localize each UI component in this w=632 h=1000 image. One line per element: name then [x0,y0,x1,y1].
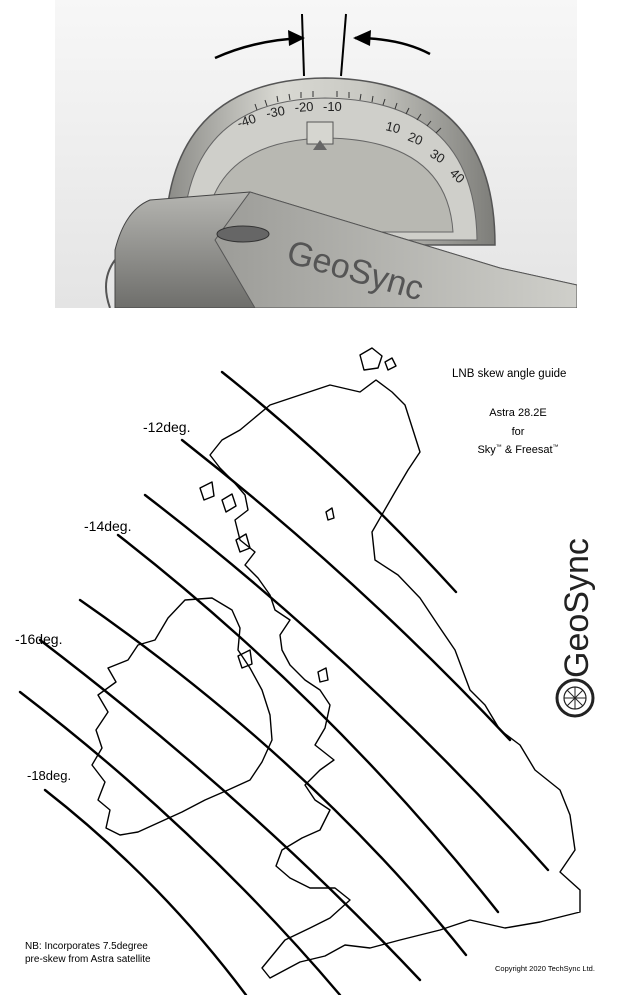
pre-skew-note: NB: Incorporates 7.5degree pre-skew from… [25,940,225,966]
geosync-globe-icon [555,678,595,718]
dial-label: 20 [406,129,425,148]
angle-label-16: -16deg. [15,631,63,647]
skew-line [180,438,512,742]
island [317,667,329,683]
island [199,481,215,501]
skew-line [38,638,422,982]
skew-line [18,690,342,997]
dial-label: -10 [323,99,342,114]
dial-label: -40 [235,111,258,131]
dial-label: 10 [384,118,402,136]
geosync-logo: GeoSync [555,520,596,720]
for-label: for [511,426,525,438]
note-line-1: NB: Incorporates 7.5degree [25,941,148,952]
skew-dial-render: -40 -30 -20 -10 10 20 30 40 GeoSync [55,0,577,308]
dial-label: 30 [427,146,447,166]
island [235,533,251,553]
copyright-text: Copyright 2020 TechSync Ltd. [495,964,595,973]
brand-name: GeoSync [558,538,595,678]
island [237,649,253,669]
skew-line [116,533,500,914]
great-britain-outline [209,379,581,979]
dial-label: -30 [265,103,286,121]
note-line-2: pre-skew from Astra satellite [25,954,151,965]
island [359,347,383,371]
satellite-label: Astra 28.2E [489,407,547,419]
skew-line [143,493,550,872]
ireland-outline [91,597,273,836]
angle-label-14: -14deg. [84,518,132,534]
skew-line [78,598,468,957]
angle-label-18: -18deg. [27,768,72,783]
services-label: Sky™ & Freesat™ [477,444,559,456]
dial-label: -20 [294,99,314,115]
skew-map [0,310,632,997]
angle-label-12: -12deg. [143,419,191,435]
skew-line [220,370,458,594]
island [384,357,397,371]
skew-line [43,788,248,997]
guide-title: LNB skew angle guide [452,368,567,380]
island [325,507,335,521]
island [221,493,237,513]
